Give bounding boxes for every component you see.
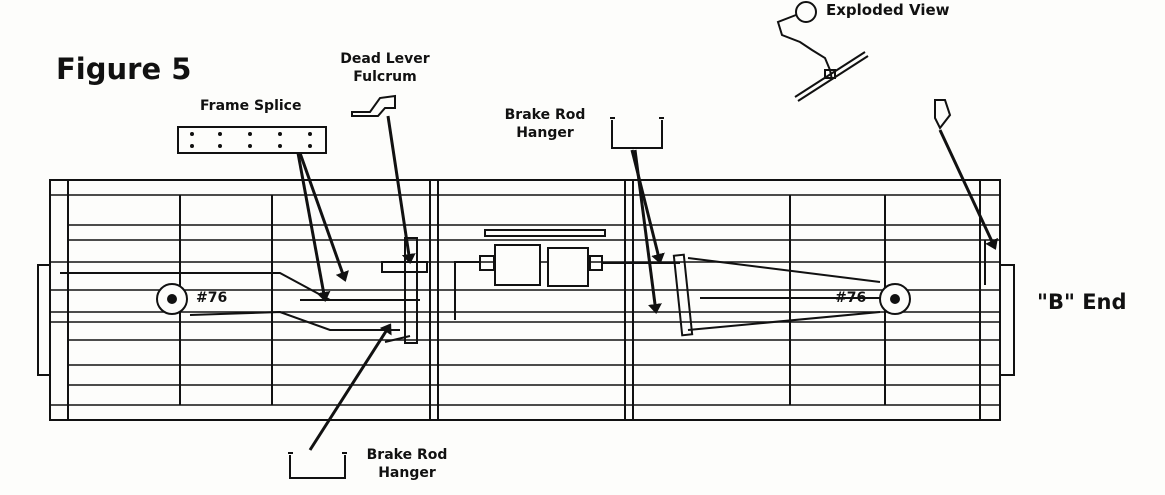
dead-lever-fulcrum-part — [351, 94, 396, 117]
label-line: Brake Rod — [504, 107, 586, 123]
truck-label-right: #76 — [835, 290, 867, 306]
brake-rod-hanger-top-part — [610, 117, 664, 149]
label-line: Hanger — [378, 465, 436, 481]
label-brake-rod-hanger-bottom: Brake Rod Hanger — [352, 446, 462, 482]
leader-arrows — [296, 115, 998, 451]
label-b-end: "B" End — [1037, 290, 1127, 314]
car-frame — [37, 179, 1015, 421]
exploded-view-sketch — [776, 1, 869, 102]
brake-cylinder — [454, 229, 680, 320]
brake-rigging — [60, 237, 986, 344]
label-line: Brake Rod — [366, 447, 448, 463]
label-brake-rod-hanger-top: Brake Rod Hanger — [490, 106, 600, 142]
label-line: Fulcrum — [353, 69, 417, 85]
label-line: Dead Lever — [340, 51, 430, 67]
figure-title: Figure 5 — [56, 52, 192, 86]
frame-splice-part — [177, 126, 327, 154]
brake-rod-hanger-bottom-part — [288, 452, 347, 479]
label-dead-lever-fulcrum: Dead Lever Fulcrum — [330, 50, 440, 86]
label-line: Hanger — [516, 125, 574, 141]
truck-wheel-left — [156, 283, 188, 315]
truck-label-left: #76 — [196, 290, 228, 306]
exploded-part-sketch — [934, 99, 952, 130]
truck-wheel-right — [879, 283, 911, 315]
label-frame-splice: Frame Splice — [200, 98, 302, 114]
label-exploded-view: Exploded View — [826, 1, 950, 19]
